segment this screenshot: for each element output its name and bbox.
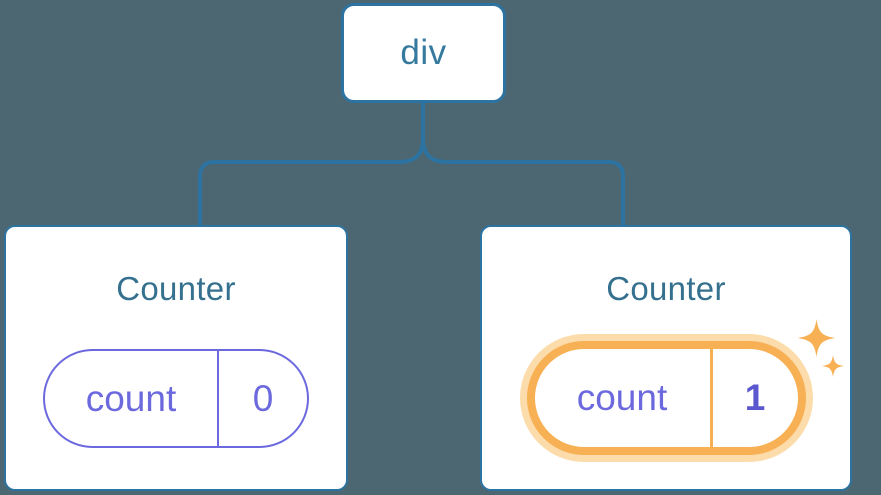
state-value: 1 bbox=[744, 377, 766, 418]
component-title: Counter bbox=[606, 270, 726, 307]
root-node: div bbox=[341, 3, 506, 103]
state-pill-divider bbox=[709, 349, 713, 447]
state-pill: count 0 bbox=[43, 349, 309, 448]
component-card-counter-right: Counter count 1 bbox=[480, 225, 852, 491]
component-title: Counter bbox=[116, 270, 236, 307]
component-card-counter-left: Counter count 0 bbox=[4, 225, 348, 491]
state-pill-highlighted: count 1 bbox=[526, 341, 806, 455]
state-value: 0 bbox=[252, 377, 274, 419]
state-key: count bbox=[576, 377, 668, 418]
state-key: count bbox=[85, 377, 177, 419]
edge-root-to-right-child bbox=[421, 137, 625, 226]
state-pill-divider bbox=[217, 351, 219, 446]
edge-root-to-left-child bbox=[198, 102, 425, 226]
root-node-label: div bbox=[400, 33, 447, 72]
